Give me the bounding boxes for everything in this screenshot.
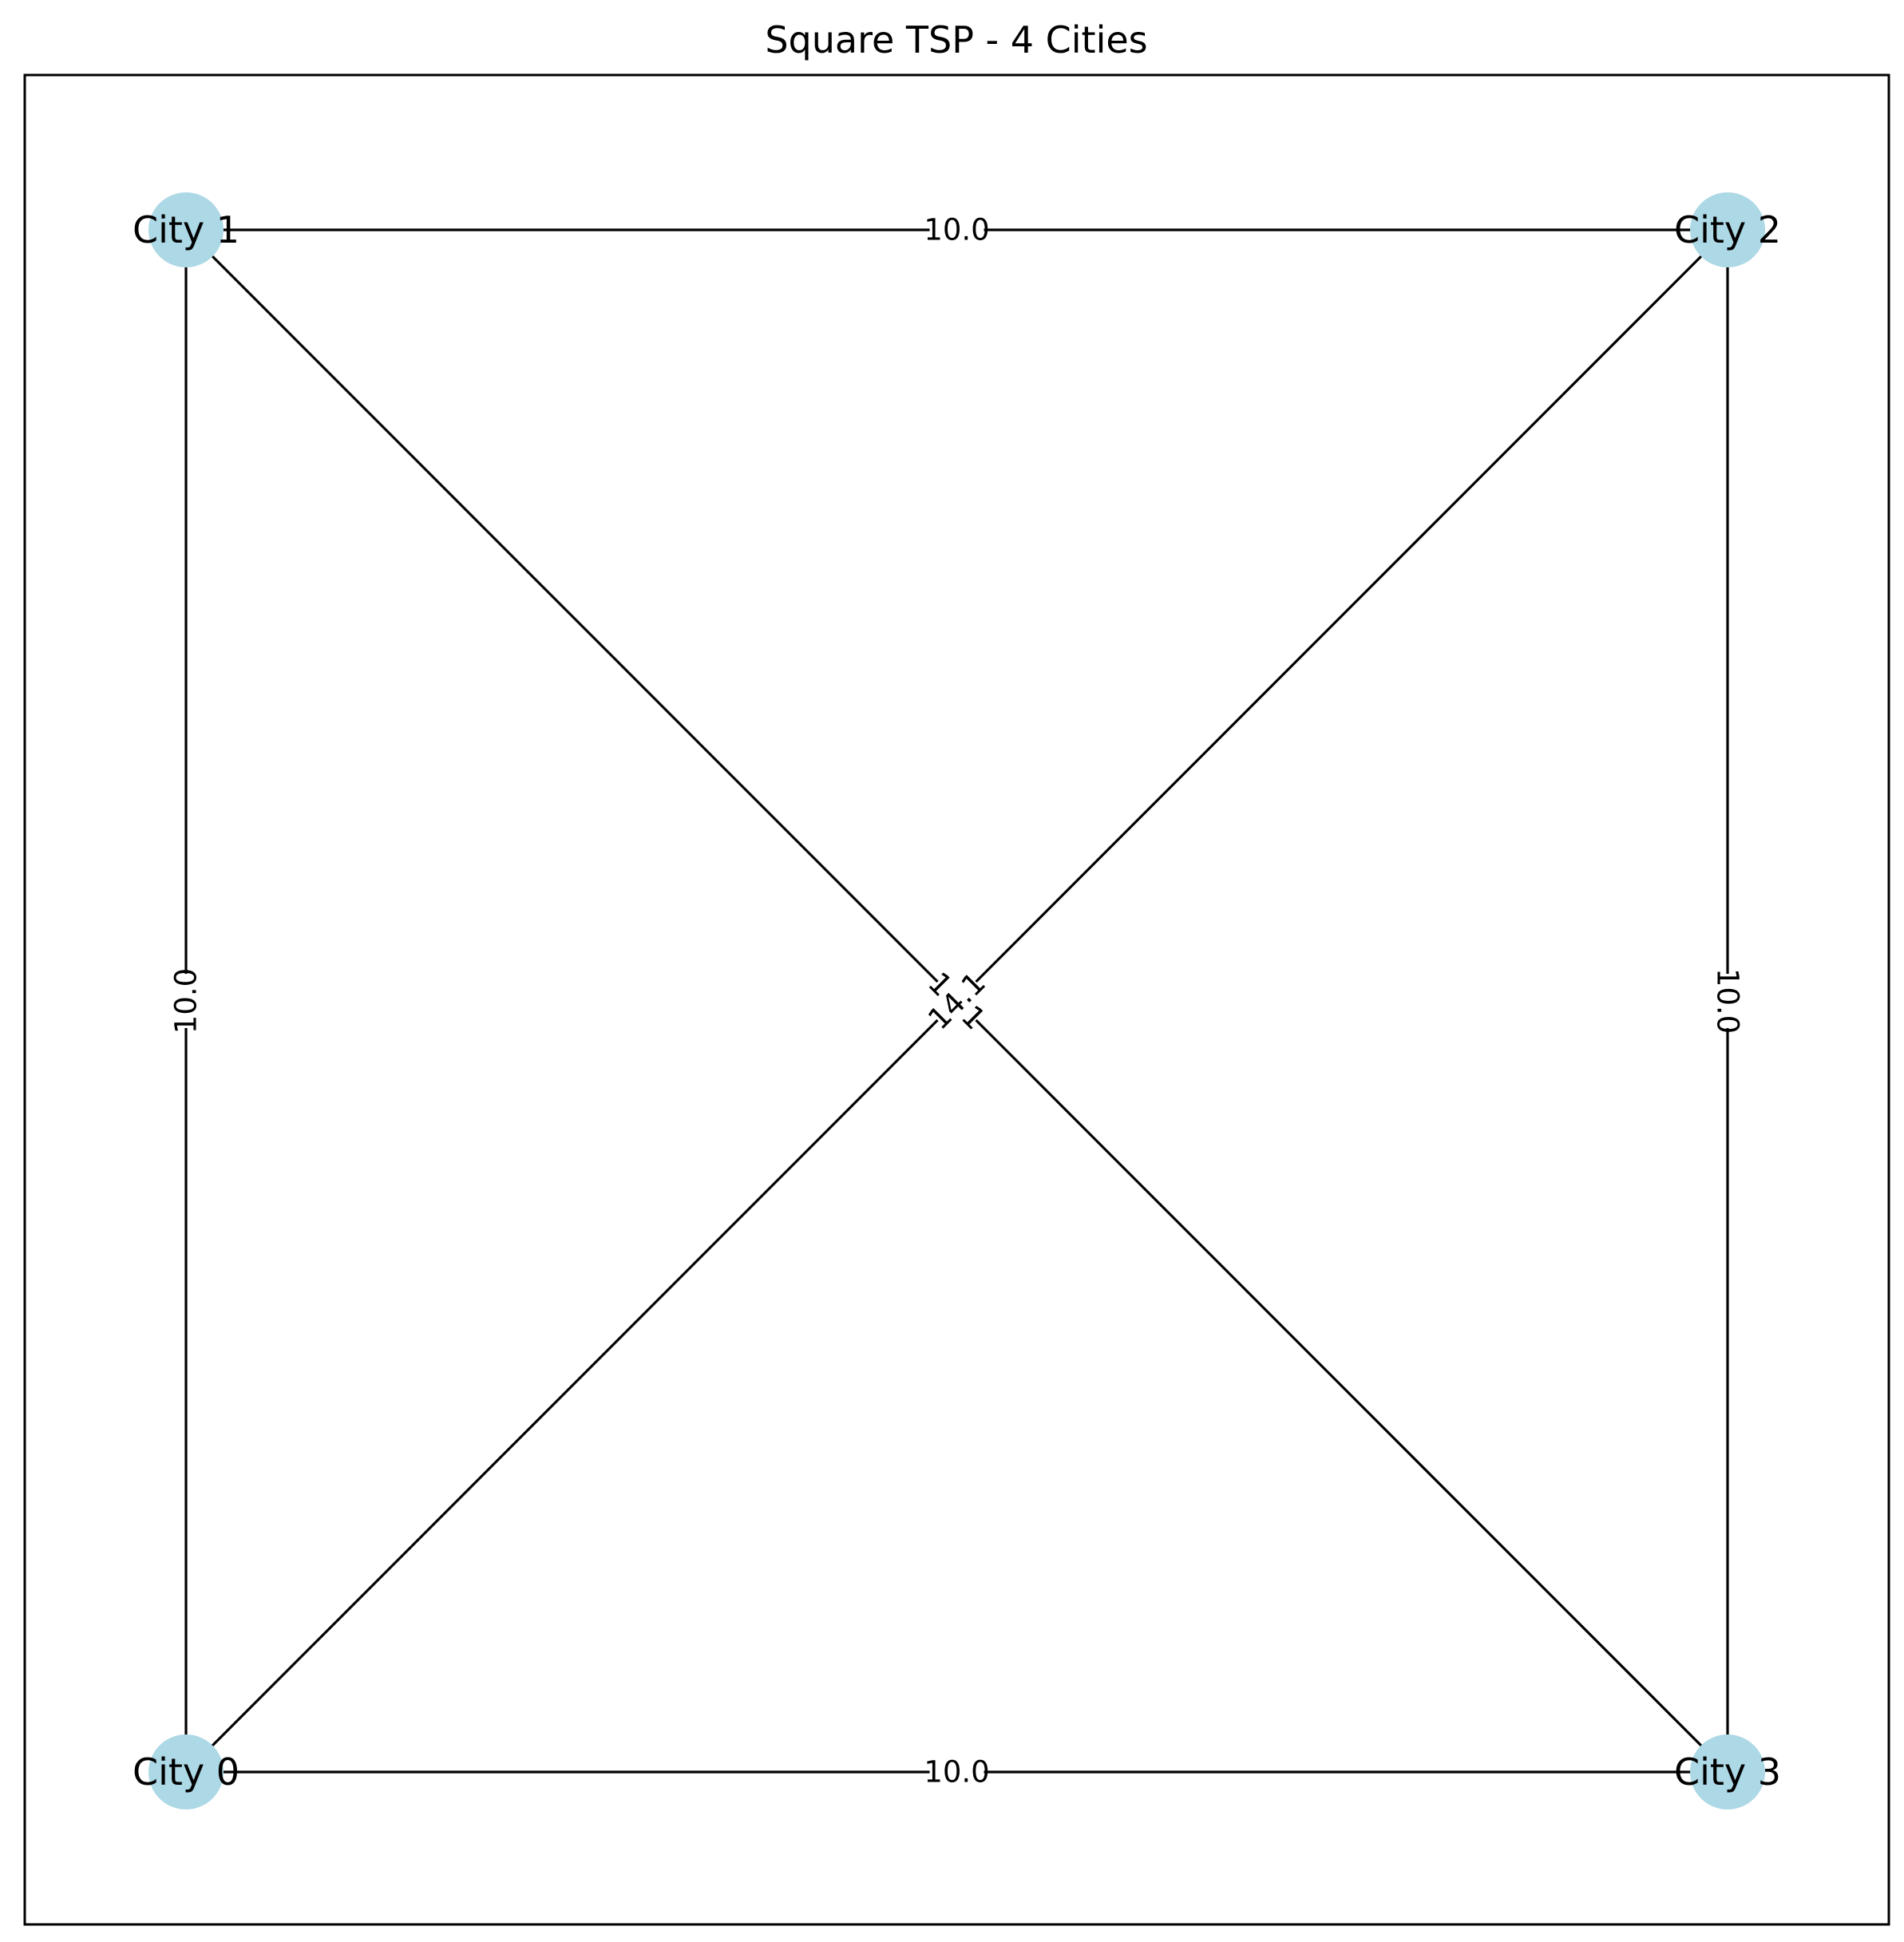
edge-label-background <box>926 970 988 1032</box>
city-node-3 <box>1690 1734 1765 1810</box>
nodes-layer: City 0 City 1 City 2 City 3 <box>133 192 1781 1810</box>
edge-weight-label: 10.0 <box>1711 968 1745 1034</box>
edge-label-group-1-2: 10.0 <box>924 213 989 247</box>
city-label-3: City 3 <box>1674 1750 1781 1794</box>
city-label-2: City 2 <box>1674 208 1781 251</box>
city-label-1: City 1 <box>133 208 239 251</box>
city-node-2 <box>1690 192 1765 267</box>
edge-weight-label: 10.0 <box>924 213 989 247</box>
edge-weight-label: 10.0 <box>169 968 204 1034</box>
edge-weight-label: 10.0 <box>924 1755 989 1790</box>
edge-label-group-0-1: 10.0 <box>169 968 204 1034</box>
edge-label-group-2-3: 10.0 <box>1711 968 1745 1034</box>
plot-frame <box>23 73 1890 1926</box>
edge-label-background <box>929 214 984 246</box>
edge-label-background <box>929 1756 984 1788</box>
edge-label-background <box>170 974 202 1028</box>
city-label-0: City 0 <box>133 1750 239 1794</box>
diagram-title: Square TSP - 4 Cities <box>765 18 1147 61</box>
edge-label-group-0-3: 10.0 <box>924 1755 989 1790</box>
city-node-1 <box>148 192 224 267</box>
edge-label-background <box>1712 974 1744 1028</box>
city-node-0 <box>148 1734 224 1810</box>
